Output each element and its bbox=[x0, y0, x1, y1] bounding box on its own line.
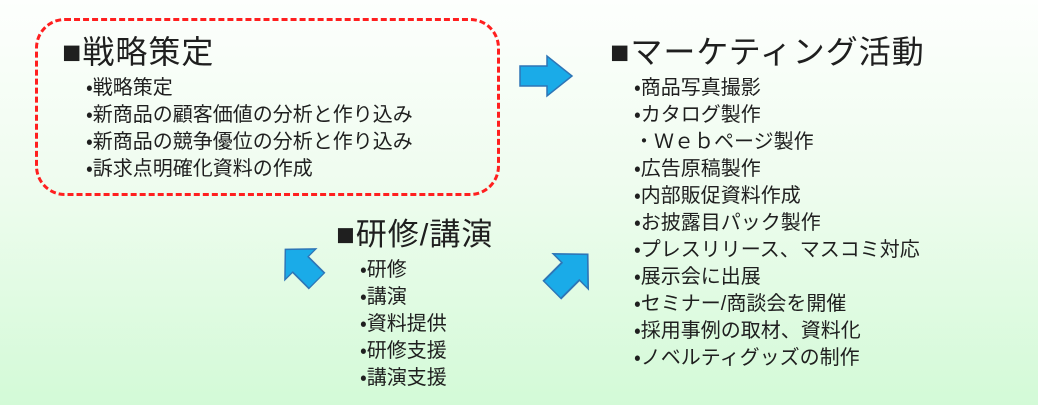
section-training: ■研修/講演 ・研修・講演・資料提供・研修支援・講演支援 bbox=[336, 215, 493, 392]
list-item: ・カタログ製作 bbox=[634, 104, 761, 126]
strategy-dashed-box bbox=[35, 18, 500, 196]
list-item: ・ノベルティグッズの制作 bbox=[634, 347, 860, 369]
up-left-arrow-icon bbox=[268, 232, 333, 297]
list-item: ・講演支援 bbox=[360, 367, 447, 389]
training-list: ・研修・講演・資料提供・研修支援・講演支援 bbox=[360, 257, 493, 392]
list-item: ・広告原稿製作 bbox=[634, 158, 761, 180]
list-item: ・講演 bbox=[360, 286, 407, 308]
list-item: ・採用事例の取材、資料化 bbox=[634, 320, 861, 342]
right-arrow-icon bbox=[519, 54, 574, 98]
list-item: ・展示会に出展 bbox=[634, 266, 761, 288]
strategy-title: ■戦略策定 bbox=[62, 34, 215, 70]
list-item: ・Ｗｅｂページ製作 bbox=[634, 131, 814, 153]
section-strategy: ■戦略策定 ・戦略策定・新商品の顧客価値の分析と作り込み・新商品の競争優位の分析… bbox=[62, 31, 413, 183]
list-item: ・資料提供 bbox=[360, 313, 447, 335]
list-item: ・研修 bbox=[360, 259, 407, 281]
marketing-title: ■マーケティング活動 bbox=[610, 34, 925, 70]
list-item: ・新商品の競争優位の分析と作り込み bbox=[86, 131, 413, 153]
list-item: ・お披露目パック製作 bbox=[634, 212, 821, 234]
list-item: ・訴求点明確化資料の作成 bbox=[86, 158, 313, 180]
list-item: ・セミナー/商談会を開催 bbox=[634, 293, 847, 315]
strategy-list: ・戦略策定・新商品の顧客価値の分析と作り込み・新商品の競争優位の分析と作り込み・… bbox=[86, 75, 413, 183]
list-item: ・プレスリリース、マスコミ対応 bbox=[634, 239, 920, 261]
list-item: ・新商品の顧客価値の分析と作り込み bbox=[86, 104, 413, 126]
list-item: ・戦略策定 bbox=[86, 77, 173, 99]
list-item: ・研修支援 bbox=[360, 340, 447, 362]
list-item: ・内部販促資料作成 bbox=[634, 185, 801, 207]
section-marketing: ■マーケティング活動 ・商品写真撮影・カタログ製作・Ｗｅｂページ製作・広告原稿製… bbox=[610, 31, 925, 372]
training-title: ■研修/講演 bbox=[336, 217, 494, 252]
up-right-arrow-icon bbox=[533, 235, 607, 309]
list-item: ・商品写真撮影 bbox=[634, 77, 761, 99]
marketing-list: ・商品写真撮影・カタログ製作・Ｗｅｂページ製作・広告原稿製作・内部販促資料作成・… bbox=[634, 75, 925, 372]
